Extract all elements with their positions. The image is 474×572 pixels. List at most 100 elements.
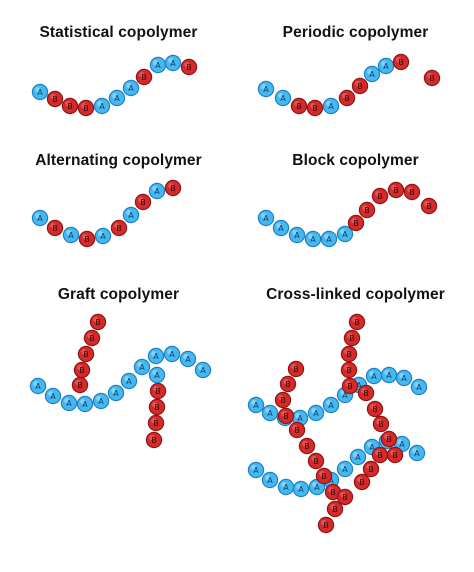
chain-statistical-bead-6: A <box>108 89 126 107</box>
graft-backbone-bead-3: A <box>60 394 78 412</box>
chain-periodic-bead-6: B <box>338 89 356 107</box>
svg-text:A: A <box>355 453 361 462</box>
chain-statistical-bead-3: B <box>61 97 79 115</box>
cross-link-4-bead-4: B <box>315 467 333 485</box>
svg-text:B: B <box>153 419 159 428</box>
graft-backbone-tail-bead: A <box>194 361 212 379</box>
chain-periodic-bead-3: B <box>290 97 308 115</box>
svg-text:B: B <box>313 457 319 466</box>
chain-block-bead-6: A <box>336 225 354 243</box>
svg-text:B: B <box>346 366 352 375</box>
svg-text:A: A <box>328 401 334 410</box>
svg-text:B: B <box>321 472 327 481</box>
svg-text:B: B <box>426 202 432 211</box>
svg-text:A: A <box>169 350 175 359</box>
svg-text:A: A <box>50 392 56 401</box>
svg-text:A: A <box>263 85 269 94</box>
chain-alternating-bead-10: B <box>164 179 182 197</box>
svg-text:A: A <box>386 371 392 380</box>
cross-link-2-bead-1: B <box>287 360 305 378</box>
chain-alternating-bead-3: A <box>62 226 80 244</box>
svg-text:B: B <box>285 380 291 389</box>
svg-text:B: B <box>364 206 370 215</box>
svg-text:B: B <box>312 104 318 113</box>
chain-alternating-bead-7: A <box>122 206 140 224</box>
cross-link-1-bead-3: B <box>340 345 358 363</box>
chain-alternating-bead-8: B <box>134 193 152 211</box>
cross-link-3-bead-1: B <box>357 384 375 402</box>
chain-periodic-bead-4: B <box>306 99 324 117</box>
chain-alternating-bead-4: B <box>78 230 96 248</box>
svg-text:A: A <box>298 485 304 494</box>
cross-link-4-bead-2: B <box>298 437 316 455</box>
svg-text:B: B <box>363 389 369 398</box>
chain-alternating-bead-5: A <box>94 227 112 245</box>
svg-text:B: B <box>140 198 146 207</box>
svg-text:A: A <box>369 443 375 452</box>
svg-text:A: A <box>342 230 348 239</box>
cross-link-tail: BB <box>317 500 344 534</box>
chain-statistical-bead-4: B <box>77 99 95 117</box>
chain-statistical-bead-9: A <box>149 56 167 74</box>
chain-periodic-bead-7: B <box>351 77 369 95</box>
svg-text:A: A <box>68 231 74 240</box>
chain-block-bead-11: B <box>403 183 421 201</box>
svg-text:B: B <box>393 186 399 195</box>
svg-text:A: A <box>280 94 286 103</box>
svg-text:B: B <box>95 318 101 327</box>
svg-text:A: A <box>114 94 120 103</box>
chain-periodic-tail-bead: B <box>423 69 441 87</box>
svg-text:A: A <box>128 84 134 93</box>
chain-block-bead-8: B <box>358 201 376 219</box>
cross-link-5-bead-2: B <box>362 460 380 478</box>
svg-text:A: A <box>267 409 273 418</box>
chain-statistical-bead-11: B <box>180 58 198 76</box>
chain-block-bead-5: A <box>320 230 338 248</box>
svg-text:B: B <box>155 387 161 396</box>
svg-text:A: A <box>153 352 159 361</box>
svg-text:A: A <box>98 397 104 406</box>
chain-block-bead-9: B <box>371 187 389 205</box>
svg-text:B: B <box>429 74 435 83</box>
cross-link-2-bead-4: B <box>277 407 295 425</box>
graft-backbone-tail: A <box>194 361 212 379</box>
svg-text:B: B <box>294 426 300 435</box>
svg-text:A: A <box>414 449 420 458</box>
graft-backbone-bead-11: A <box>179 350 197 368</box>
title-graft-copolymer: Graft copolymer <box>57 286 180 303</box>
cross-chain-top-bead-1: A <box>247 396 265 414</box>
svg-text:A: A <box>99 102 105 111</box>
svg-text:B: B <box>346 350 352 359</box>
svg-text:A: A <box>128 211 134 220</box>
svg-text:A: A <box>82 400 88 409</box>
svg-text:A: A <box>154 187 160 196</box>
graft-branch-down-bead-1: B <box>149 382 167 400</box>
cross-link-4-bead-3: B <box>307 452 325 470</box>
svg-text:B: B <box>357 82 363 91</box>
cross-chain-bottom-bead-8: A <box>349 448 367 466</box>
chain-statistical-bead-7: A <box>122 79 140 97</box>
svg-text:A: A <box>35 382 41 391</box>
cross-link-tail-bead-2: B <box>317 516 335 534</box>
svg-text:B: B <box>84 235 90 244</box>
svg-text:B: B <box>354 318 360 327</box>
cross-link-5-bead-1: B <box>371 446 389 464</box>
svg-text:A: A <box>139 363 145 372</box>
svg-text:B: B <box>353 219 359 228</box>
svg-text:B: B <box>377 451 383 460</box>
title-statistical-copolymer: Statistical copolymer <box>39 24 198 41</box>
svg-text:B: B <box>392 451 398 460</box>
svg-text:B: B <box>186 63 192 72</box>
svg-text:B: B <box>151 436 157 445</box>
svg-text:A: A <box>253 466 259 475</box>
cross-chain-top-bead-9: A <box>365 367 383 385</box>
chain-alternating-bead-1: A <box>31 209 49 227</box>
svg-text:A: A <box>263 214 269 223</box>
graft-backbone-bead-5: A <box>92 392 110 410</box>
svg-text:A: A <box>37 214 43 223</box>
